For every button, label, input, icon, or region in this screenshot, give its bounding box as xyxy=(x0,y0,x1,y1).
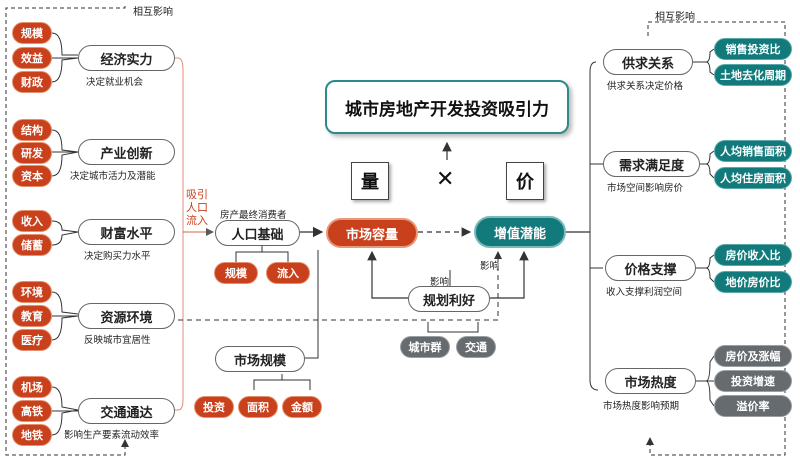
mutual-influence-right-label: 相互影响 xyxy=(655,12,695,23)
node-description: 市场空间影响房价 xyxy=(607,183,684,194)
factor-pill: 投资增速 xyxy=(714,370,792,392)
factor-pill: 销售投资比 xyxy=(714,38,792,60)
node-economic-strength: 经济实力 xyxy=(78,45,175,71)
factor-pill: 城市群 xyxy=(400,336,450,358)
quantity-box: 量 xyxy=(351,162,389,200)
factor-pill: 结构 xyxy=(12,119,52,141)
node-description: 影响生产要素流动效率 xyxy=(64,430,160,441)
node-price-support: 价格支撑 xyxy=(605,255,696,281)
node-market-heat: 市场热度 xyxy=(605,368,696,394)
node-market-capacity: 市场容量 xyxy=(326,218,418,248)
factor-pill: 土地去化周期 xyxy=(714,64,792,86)
factor-pill: 人均销售面积 xyxy=(714,140,792,162)
factor-pill: 资本 xyxy=(12,165,52,187)
factor-pill: 地价房价比 xyxy=(714,271,792,293)
mutual-influence-left-label: 相互影响 xyxy=(133,7,173,18)
node-market-scale: 市场规模 xyxy=(215,346,305,372)
node-supply-demand: 供求关系 xyxy=(603,49,693,75)
factor-pill: 地铁 xyxy=(12,424,52,446)
factor-pill: 医疗 xyxy=(12,329,52,351)
factor-pill: 规模 xyxy=(12,22,52,44)
factor-pill: 研发 xyxy=(12,142,52,164)
diagram-title: 城市房地产开发投资吸引力 xyxy=(325,80,569,134)
factor-pill: 金额 xyxy=(282,396,322,418)
factor-pill: 人均住房面积 xyxy=(714,167,792,189)
factor-pill: 房价收入比 xyxy=(714,244,792,266)
factor-pill: 溢价率 xyxy=(714,395,792,417)
inflow-line: 吸引 xyxy=(186,188,208,201)
inflow-line: 人口 xyxy=(186,201,208,214)
influence-label: 影响 xyxy=(430,277,450,288)
price-box: 价 xyxy=(506,162,544,200)
node-description: 收入支撑利润空间 xyxy=(606,287,683,298)
node-industry-innovation: 产业创新 xyxy=(78,139,175,165)
node-description: 决定就业机会 xyxy=(86,77,144,88)
factor-pill: 流入 xyxy=(266,262,310,284)
node-transport-access: 交通通达 xyxy=(78,398,175,424)
factor-pill: 机场 xyxy=(12,376,52,398)
factor-pill: 储蓄 xyxy=(12,234,52,256)
factor-pill: 投资 xyxy=(194,396,234,418)
factor-pill: 交通 xyxy=(456,336,496,358)
node-wealth-level: 财富水平 xyxy=(78,219,175,245)
multiply-icon: ✕ xyxy=(436,167,455,192)
factor-pill: 环境 xyxy=(12,281,52,303)
node-description: 决定城市活力及潜能 xyxy=(70,171,156,182)
node-population-base: 人口基础 xyxy=(215,220,300,246)
factor-pill: 规模 xyxy=(214,262,258,284)
factor-pill: 收入 xyxy=(12,210,52,232)
node-description: 供求关系决定价格 xyxy=(607,81,684,92)
node-description: 市场热度影响预期 xyxy=(603,401,680,412)
factor-pill: 教育 xyxy=(12,305,52,327)
influence-label: 影响 xyxy=(480,261,500,272)
factor-pill: 房价及涨幅 xyxy=(714,345,792,367)
factor-pill: 面积 xyxy=(238,396,278,418)
node-resource-environment: 资源环境 xyxy=(78,303,175,329)
node-demand-satisfaction: 需求满足度 xyxy=(603,151,700,177)
factor-pill: 高铁 xyxy=(12,400,52,422)
node-description: 反映城市宜居性 xyxy=(84,335,151,346)
node-description: 决定购买力水平 xyxy=(84,251,151,262)
factor-pill: 效益 xyxy=(12,47,52,69)
node-value-potential: 增值潜能 xyxy=(474,216,566,248)
inflow-line: 流入 xyxy=(186,214,208,227)
inflow-label: 吸引 人口 流入 xyxy=(186,188,208,227)
node-planning-benefit: 规划利好 xyxy=(408,286,490,312)
factor-pill: 财政 xyxy=(12,71,52,93)
population-description: 房产最终消费者 xyxy=(220,210,287,221)
